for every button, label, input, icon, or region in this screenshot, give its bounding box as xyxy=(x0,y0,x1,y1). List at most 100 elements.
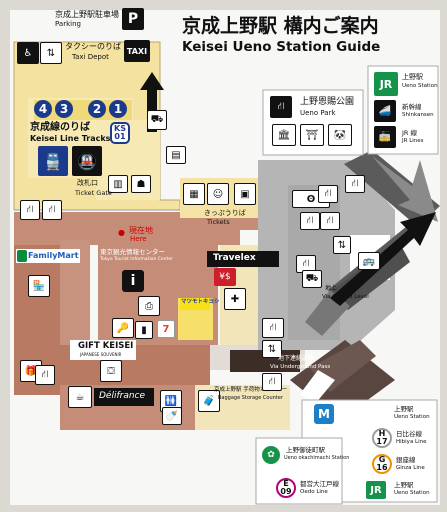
track-4-badge: 4 xyxy=(34,100,52,118)
ticket-gate-label: 改札口 xyxy=(77,179,98,187)
elevator-icon-right: ⇅ xyxy=(333,236,351,254)
ginza-line-label: 銀座線 xyxy=(396,456,416,464)
track-3-badge: 3 xyxy=(55,100,73,118)
map-title: 京成上野駅 構内ご案内 xyxy=(182,15,379,37)
cafe-icon: ☕ xyxy=(68,386,92,408)
tickets-label-en: Tickets xyxy=(207,218,230,226)
shop-small-icon: ▮ xyxy=(135,321,153,339)
ginza-line-label-en: Ginza Line xyxy=(396,465,425,471)
ground-label-en: Via Ground Level xyxy=(322,294,369,300)
here-marker: ● xyxy=(118,228,125,237)
stairs-icon-park: ⛙ xyxy=(270,96,292,118)
train-icon-2: 🚇 xyxy=(72,146,102,176)
jr-station-label-en: Ueno Station xyxy=(402,83,438,89)
info-desk-icon: ☗ xyxy=(131,175,151,193)
stairs-icon-mid-2: ⛙ xyxy=(320,212,340,230)
tourist-info-label-en: Tokyo Tourist Information Center xyxy=(100,257,173,262)
metro-station-label-en: Ueno Station xyxy=(394,414,430,420)
baggage-icon: 🧳 xyxy=(198,390,220,412)
shinkansen-label: 新幹線 xyxy=(402,103,422,111)
underground-label-en: Via Underground Pass xyxy=(270,364,331,370)
train-icon: 🚆 xyxy=(38,146,68,176)
ueno-park-label-en: Ueno Park xyxy=(300,109,336,117)
delifrance-label: Délifrance xyxy=(99,391,146,401)
ticket-gate-icon: ▥ xyxy=(108,175,128,193)
gift-keisei-sign xyxy=(70,340,136,360)
shinkansen-icon: 🚄 xyxy=(374,100,396,122)
jr-logo-bottom: JR xyxy=(366,481,386,499)
gift-keisei-label: GIFT KEISEI xyxy=(78,341,134,351)
wheelchair-icon: ♿ xyxy=(17,42,39,64)
okachimachi-label: 上野御徒町駅 xyxy=(286,446,325,454)
jr-lines-label: JR 線 xyxy=(402,129,417,137)
info-icon: i xyxy=(122,270,144,292)
travelex-sign xyxy=(207,251,279,267)
shopping-bag-icon: ⛋ xyxy=(100,360,122,382)
convenience-store-icon: 🏪 xyxy=(28,275,50,297)
ticket-counter-icon: ▣ xyxy=(234,183,256,205)
stairs-icon-left: ⛙ xyxy=(20,200,40,220)
metro-station-label: 上野駅 xyxy=(394,405,414,413)
tourist-info-label: 東京観光情報センター xyxy=(100,248,165,256)
track-1-badge: 1 xyxy=(109,100,127,118)
oedo-line-label: 都営大江戸線 xyxy=(300,480,339,488)
elevator-icon-lower: ⇅ xyxy=(262,340,282,358)
stairs-icon-left-2: ⛙ xyxy=(42,200,62,220)
tickets-label: きっぷうりば xyxy=(204,209,246,217)
familymart-label: FamilyMart xyxy=(28,251,79,260)
escalator-icon-right: ⛟ xyxy=(302,270,322,288)
travelex-label: Travelex xyxy=(213,253,256,263)
monument-icon: ⛩ xyxy=(300,124,324,146)
seven-eleven-icon: 7 xyxy=(157,320,175,338)
jr-station-label: 上野駅 xyxy=(402,73,423,81)
atm-icon: ⎙ xyxy=(138,296,160,316)
taxi-icon: TAXI xyxy=(124,40,150,62)
baggage-label: 京成上野駅 手荷物カウンター xyxy=(214,387,288,393)
here-label-en: Here xyxy=(130,235,147,243)
stairs-icon-under: ⛙ xyxy=(262,373,282,391)
museum-icon: 🏛 xyxy=(272,124,296,146)
matsukiyo-label: マツモトキヨシ xyxy=(181,299,220,305)
coin-locker-icon: 🔑 xyxy=(112,318,134,338)
currency-exchange-icon: ¥$ xyxy=(214,268,236,286)
here-label: 現在地 xyxy=(129,226,153,235)
taxi-label-en: Taxi Depot xyxy=(72,53,109,61)
familymart-logo-icon xyxy=(17,250,27,262)
gift-keisei-sub: JAPANESE SOUVENIR xyxy=(80,352,122,357)
shinkansen-label-en: Shinkansen xyxy=(402,112,434,118)
jr-logo: JR xyxy=(374,72,398,96)
stairs-icon-bottom: ⛙ xyxy=(35,365,55,385)
parking-label-en: Parking xyxy=(55,20,81,28)
drugstore-icon: ✚ xyxy=(224,288,246,310)
jr-lines-label-en: JR Lines xyxy=(402,138,424,144)
stairs-up-icon-2: ⛙ xyxy=(345,175,365,193)
tokyo-metro-logo: M xyxy=(314,404,334,424)
ticket-machine-icon: ▤ xyxy=(166,146,186,164)
map-title-en: Keisei Ueno Station Guide xyxy=(182,39,381,55)
matsukiyo-sign xyxy=(180,298,210,310)
elevator-icon: ⇅ xyxy=(40,42,62,64)
taxi-label: タクシーのりば xyxy=(65,42,121,51)
jr-train-icon: 🚋 xyxy=(374,126,396,148)
nursery-icon: 🍼 xyxy=(162,407,182,425)
okachimachi-label-en: Ueno okachimachi Station xyxy=(284,455,350,461)
underground-label: 地下連絡通路 xyxy=(278,355,315,362)
escalator-icon: ⛟ xyxy=(147,110,167,130)
stairs-up-icon: ⛙ xyxy=(318,185,338,203)
panda-icon: 🐼 xyxy=(328,124,352,146)
parking-icon: P xyxy=(122,8,144,30)
jr-bottom-label: 上野駅 xyxy=(394,481,414,489)
baggage-label-en: Baggage Storage Counter xyxy=(218,395,283,401)
keisei-tracks-label-en: Keisei Line Tracks xyxy=(30,134,111,143)
stairs-icon-lower: ⛙ xyxy=(262,318,284,338)
ueno-park-label: 上野恩賜公園 xyxy=(300,97,355,107)
stairs-icon-mid: ⛙ xyxy=(300,212,320,230)
track-2-badge: 2 xyxy=(88,100,106,118)
keisei-tracks-label: 京成線のりば xyxy=(30,122,90,133)
ticket-office-icon: ☺ xyxy=(207,183,229,205)
jr-bottom-label-en: Ueno Station xyxy=(394,490,430,496)
hibiya-line-label-en: Hibiya Line xyxy=(396,439,427,445)
parking-label: 京成上野駅駐車場 xyxy=(55,10,119,19)
